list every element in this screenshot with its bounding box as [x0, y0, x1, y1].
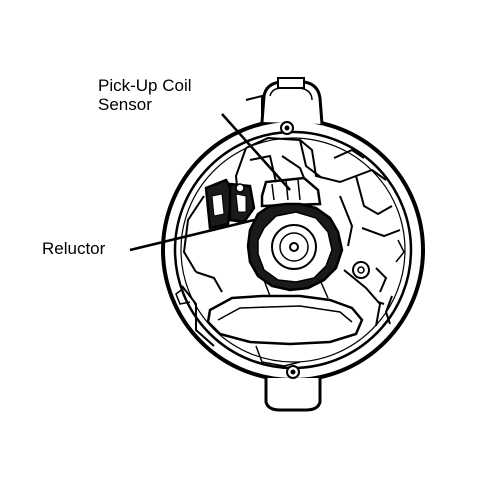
shaft-center-icon — [289, 242, 299, 252]
breaker-plate — [182, 136, 401, 327]
lower-assembly — [175, 279, 364, 367]
reluctor-leader-line — [129, 218, 255, 252]
pickup-coil-label-line1: Pick-Up Coil — [98, 76, 192, 95]
top-lug — [245, 77, 324, 135]
pickup-coil-sensor — [249, 154, 322, 208]
reluctor — [246, 202, 344, 292]
reluctor-label: Reluctor — [42, 239, 106, 258]
pickup-coil-sensor-label: Pick-Up Coil Sensor — [98, 76, 192, 114]
pickup-coil-label-line2: Sensor — [98, 95, 152, 114]
bottom-lug — [264, 365, 322, 412]
pickup-leader-line — [221, 113, 291, 191]
housing-inner-lip — [180, 137, 406, 363]
leader-lines — [129, 113, 291, 252]
right-hardware — [352, 239, 405, 325]
left-module — [204, 178, 256, 230]
